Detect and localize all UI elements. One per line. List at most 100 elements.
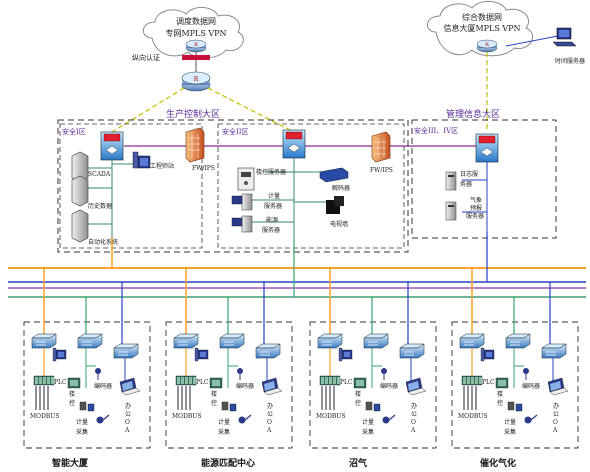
site-switch-2-icon xyxy=(77,333,103,349)
building-control-label-1: 楼 xyxy=(497,390,503,398)
site-switch-3-icon xyxy=(255,343,281,359)
office-laptop-icon xyxy=(119,377,141,396)
site-switch-3-icon xyxy=(399,343,425,359)
management-zone-label: 管理信息大区 xyxy=(446,108,500,120)
metering-label-2: 采集 xyxy=(218,428,230,436)
plc-label: PLC xyxy=(340,379,353,386)
energy-server-icon xyxy=(231,215,253,233)
site-box xyxy=(165,321,293,449)
modbus-label: MODBUS xyxy=(30,413,59,420)
metering-server-label-2: 服务器 xyxy=(264,202,282,210)
encoder-icon xyxy=(237,368,243,380)
safety-zone-1-box xyxy=(59,123,203,249)
firewall-1-icon xyxy=(185,127,205,163)
fw-ips-2-label: FW/IPS xyxy=(370,167,393,174)
building-control-label-2: 控 xyxy=(211,399,217,407)
fw-ips-1-label: FW/IPS xyxy=(192,165,215,172)
log-server-label-1: 日志服 xyxy=(460,170,478,178)
office-oa-label: 公 xyxy=(553,411,559,418)
log-server-label-2: 务器 xyxy=(460,180,472,188)
automation-label: 自动化系统 xyxy=(88,238,118,246)
encoder-label: 编码器 xyxy=(236,382,254,390)
safety-zone-34-label: 安全III、IV区 xyxy=(414,126,458,135)
site-switch-2-icon xyxy=(505,333,531,349)
decoder-label: 解码器 xyxy=(332,184,350,192)
office-oa-label: 办 xyxy=(267,402,273,410)
metering-label-2: 采集 xyxy=(362,428,374,436)
decoder-icon xyxy=(319,167,349,183)
management-zone-box xyxy=(411,119,557,239)
building-control-label-1: 楼 xyxy=(211,390,217,398)
office-oa-label: O xyxy=(553,419,558,426)
plc-rack-icon xyxy=(319,375,341,386)
site-switch-1-icon xyxy=(317,333,343,349)
firewall-2-icon xyxy=(371,131,391,163)
encoder-label: 编码器 xyxy=(380,382,398,390)
site-name: 沼气 xyxy=(349,457,367,469)
history-db-label: 历史数据 xyxy=(88,202,112,210)
engineer-ws-label: 工程师站 xyxy=(150,162,174,170)
weather-server-icon xyxy=(445,201,457,221)
site-box xyxy=(309,321,437,449)
building-control-label-1: 楼 xyxy=(355,390,361,398)
building-control-device-icon xyxy=(209,377,223,389)
metering-device-icon xyxy=(507,401,523,412)
site-switch-2-icon xyxy=(219,333,245,349)
office-oa-label: 公 xyxy=(411,411,417,418)
metering-label-1: 计量 xyxy=(504,418,516,426)
integrated-cloud-line1: 综合数据网 xyxy=(462,12,502,22)
plc-rack-icon xyxy=(461,375,483,386)
site-box xyxy=(451,321,579,449)
energy-server-label-1: 能源 xyxy=(266,216,278,224)
metering-label-1: 计量 xyxy=(362,418,374,426)
camera-icon xyxy=(382,414,396,424)
dispatch-cloud-router-icon: R xyxy=(185,39,207,53)
history-db-server-icon xyxy=(71,175,89,207)
svg-text:R: R xyxy=(485,42,489,48)
office-oa-label: 办 xyxy=(125,402,131,410)
building-control-device-icon xyxy=(495,377,509,389)
engineer-workstation-icon xyxy=(132,151,151,169)
camera-icon xyxy=(96,414,110,424)
office-laptop-icon xyxy=(405,377,427,396)
integrated-cloud: 综合数据网 信息大厦MPLS VPN xyxy=(427,1,534,57)
integrated-cloud-line2: 信息大厦MPLS VPN xyxy=(443,23,520,33)
plc-label: PLC xyxy=(196,379,209,386)
office-laptop-icon xyxy=(547,377,569,396)
building-control-label-1: 楼 xyxy=(69,390,75,398)
encoder-label: 编码器 xyxy=(94,382,112,390)
office-oa-label: O xyxy=(411,419,416,426)
site-switch-3-icon xyxy=(541,343,567,359)
metering-server-icon xyxy=(231,193,253,211)
office-oa-label: 办 xyxy=(411,402,417,410)
building-control-label-2: 控 xyxy=(497,399,503,407)
plc-rack-icon xyxy=(33,375,55,386)
building-control-device-icon xyxy=(67,377,81,389)
site-switch-1-icon xyxy=(173,333,199,349)
site-workstation-icon xyxy=(480,347,495,362)
building-control-label-2: 控 xyxy=(355,399,361,407)
metering-device-icon xyxy=(365,401,381,412)
site-switch-2-icon xyxy=(363,333,389,349)
modbus-label: MODBUS xyxy=(172,413,201,420)
office-oa-label: O xyxy=(125,419,130,426)
log-server-icon xyxy=(445,171,457,191)
office-oa-label: 办 xyxy=(553,402,559,410)
energy-server-label-2: 服务器 xyxy=(262,226,280,234)
office-oa-label: 公 xyxy=(267,411,273,418)
integrated-cloud-router-icon: R xyxy=(476,39,498,53)
metering-device-icon xyxy=(79,401,95,412)
zone1-core-switch-icon xyxy=(100,131,124,161)
dispatch-cloud-line2: 专网MPLS VPN xyxy=(165,28,226,38)
office-oa-label: A xyxy=(124,427,130,434)
building-control-label-2: 控 xyxy=(69,399,75,407)
safety-zone-1-label: 安全I区 xyxy=(62,127,86,136)
dispatch-cloud: 调度数据网 专网MPLS VPN xyxy=(142,7,244,59)
office-oa-label: A xyxy=(552,427,558,434)
time-server-icon xyxy=(552,27,577,47)
plc-rack-icon xyxy=(175,375,197,386)
office-oa-label: O xyxy=(267,419,272,426)
